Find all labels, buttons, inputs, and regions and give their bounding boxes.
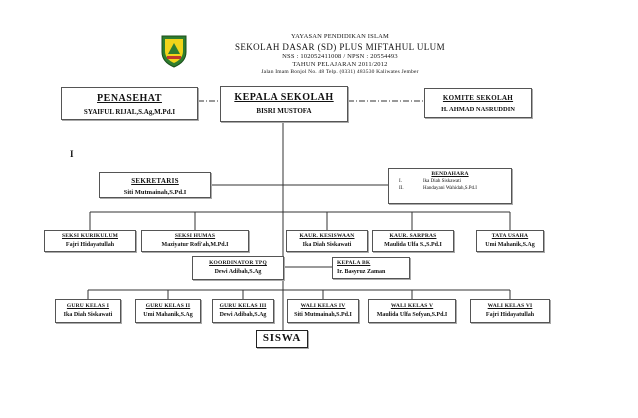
node-wali-kelas-4: WALI KELAS IV Siti Mutmainah,S.Pd.I — [287, 299, 359, 323]
node-person: Dewi Adibah,S.Ag — [219, 312, 267, 318]
node-title: TATA USAHA — [491, 233, 529, 239]
node-title: SEKSI KURIKULUM — [61, 233, 119, 239]
node-koordinator-tpq: KOORDINATOR TPQ Dewi Adibah,S.Ag — [192, 256, 284, 280]
node-title: KEPALA SEKOLAH — [234, 92, 334, 103]
foundation-name: YAYASAN PENDIDIKAN ISLAM — [290, 33, 390, 40]
node-guru-kelas-1: GURU KELAS I Ika Diah Siskawati — [55, 299, 121, 323]
node-title: WALI KELAS VI — [487, 303, 533, 309]
node-guru-kelas-3: GURU KELAS III Dewi Adibah,S.Ag — [212, 299, 274, 323]
node-title: KEPALA BK — [337, 260, 371, 266]
node-tata-usaha: TATA USAHA Umi Mahanik,S.Ag — [476, 230, 544, 252]
node-title: SISWA — [262, 332, 302, 344]
node-seksi-humas: SEKSI HUMAS Maziyatur Rofi'ah,M.Pd.I — [141, 230, 249, 252]
node-kaur-sarpras: KAUR. SARPRAS Maulida Ulfa S.,S.Pd.I — [372, 230, 454, 252]
node-title: SEKRETARIS — [131, 177, 179, 185]
node-title: BENDAHARA — [431, 171, 469, 177]
node-title: SEKSI HUMAS — [174, 233, 216, 239]
school-nss: NSS : 102052411008 / NPSN : 20554493 — [282, 53, 398, 60]
node-person: Ir. Basyruz Zaman — [337, 269, 386, 275]
school-name: SEKOLAH DASAR (SD) PLUS MIFTAHUL ULUM — [234, 42, 445, 52]
node-bendahara: BENDAHARA I. Ika Diah Siskawati II. Hand… — [388, 168, 512, 204]
node-person: Fajri Hidayatullah — [65, 242, 115, 248]
node-title: WALI KELAS IV — [300, 303, 346, 309]
node-title: GURU KELAS I — [66, 303, 110, 309]
node-title: KAUR. SARPRAS — [389, 233, 437, 239]
node-person: Maulida Ulfa Sofyan,S.Pd.I — [376, 312, 448, 318]
node-person: SYAIFUL RIJAL,S.Ag,M.Pd.I — [83, 108, 176, 116]
school-logo — [160, 34, 188, 68]
node-title: KOMITE SEKOLAH — [442, 94, 514, 102]
node-person: Maziyatur Rofi'ah,M.Pd.I — [161, 242, 229, 248]
node-person: Ika Diah Siskawati — [63, 312, 113, 318]
node-wali-kelas-6: WALI KELAS VI Fajri Hidayatullah — [470, 299, 550, 323]
node-penasehat: PENASEHAT SYAIFUL RIJAL,S.Ag,M.Pd.I — [61, 87, 198, 120]
node-siswa: SISWA — [256, 330, 308, 348]
node-kepala-sekolah: KEPALA SEKOLAH BISRI MUSTOFA — [220, 86, 348, 122]
node-kaur-kesiswaan: KAUR. KESISWAAN Ika Diah Siskawati — [286, 230, 368, 252]
node-person: Siti Mutmainah,S.Pd.I — [123, 189, 187, 196]
node-person: BISRI MUSTOFA — [256, 107, 312, 115]
node-title: GURU KELAS II — [145, 303, 191, 309]
node-sekretaris: SEKRETARIS Siti Mutmainah,S.Pd.I — [99, 172, 211, 198]
node-guru-kelas-2: GURU KELAS II Umi Mahanik,S.Ag — [135, 299, 201, 323]
node-person: Fajri Hidayatullah — [485, 312, 535, 318]
node-title: KOORDINATOR TPQ — [209, 260, 267, 266]
node-komite-sekolah: KOMITE SEKOLAH H. AHMAD NASRUDDIN — [424, 88, 532, 118]
node-person: Maulida Ulfa S.,S.Pd.I — [384, 242, 442, 248]
node-person: Umi Mahanik,S.Ag — [143, 312, 193, 318]
node-kepala-bk: KEPALA BK Ir. Basyruz Zaman — [332, 257, 410, 279]
node-title: GURU KELAS III — [219, 303, 267, 309]
bendahara-row-2: II. Handayani Wahidah,S.Pd.I — [399, 186, 477, 191]
node-person: Siti Mutmainah,S.Pd.I — [294, 312, 352, 318]
school-address: Jalan Imam Bonjol No. 48 Telp. (0331) 48… — [261, 69, 419, 75]
school-year: TAHUN PELAJARAN 2011/2012 — [292, 61, 388, 68]
node-title: WALI KELAS V — [390, 303, 434, 309]
node-person: H. AHMAD NASRUDDIN — [441, 106, 515, 113]
node-person: Umi Mahanik,S.Ag — [485, 242, 535, 248]
node-person: Ika Diah Siskawati — [302, 242, 352, 248]
node-title: PENASEHAT — [97, 93, 162, 104]
node-wali-kelas-5: WALI KELAS V Maulida Ulfa Sofyan,S.Pd.I — [368, 299, 456, 323]
shield-logo-icon — [161, 35, 187, 68]
bendahara-row-1: I. Ika Diah Siskawati — [399, 179, 462, 184]
node-person: Dewi Adibah,S.Ag — [214, 269, 262, 275]
node-title: KAUR. KESISWAAN — [299, 233, 355, 239]
stray-mark: I — [70, 149, 74, 159]
node-seksi-kurikulum: SEKSI KURIKULUM Fajri Hidayatullah — [44, 230, 136, 252]
